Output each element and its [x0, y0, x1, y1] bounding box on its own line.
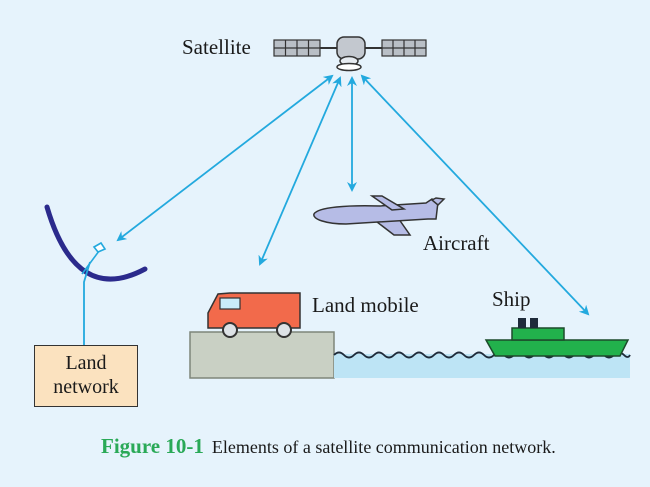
land-network-label-line2: network: [53, 376, 119, 398]
figure-caption-text: Elements of a satellite communication ne…: [211, 437, 556, 457]
satellite-label: Satellite: [182, 35, 251, 59]
ship-label: Ship: [492, 287, 531, 311]
land-mobile-label: Land mobile: [312, 293, 419, 317]
land-network-label-line1: Land: [65, 352, 107, 374]
link-satellite-earth-station: [116, 74, 334, 242]
satellite-icon: [273, 36, 427, 72]
van-icon: [207, 292, 301, 338]
land-network-box: Land network: [34, 345, 138, 407]
link-satellite-land-mobile: [258, 76, 342, 266]
communication-links: [116, 74, 590, 316]
ship-icon: [484, 318, 630, 357]
sea-water: [334, 354, 630, 378]
figure-number: Figure 10-1: [101, 434, 204, 458]
land-ground: [189, 331, 335, 379]
earth-station-dish-icon: [44, 204, 148, 345]
aircraft-label: Aircraft: [423, 231, 490, 255]
aircraft-icon: [313, 195, 446, 236]
figure-caption: Figure 10-1 Elements of a satellite commu…: [101, 434, 556, 459]
link-satellite-ship: [360, 74, 590, 316]
